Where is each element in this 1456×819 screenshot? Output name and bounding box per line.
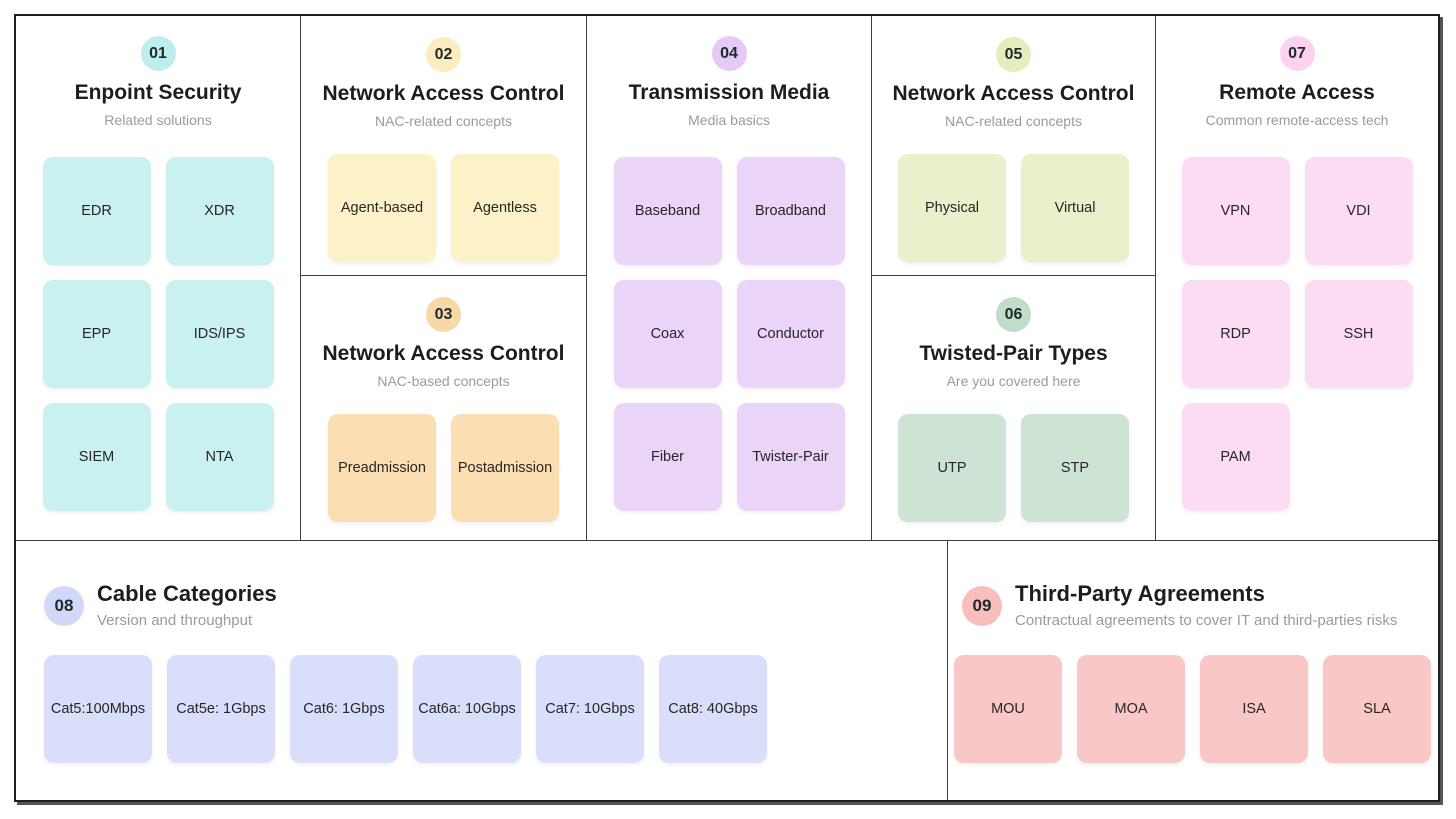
concept-card: NTA xyxy=(165,403,274,511)
concept-card: VDI xyxy=(1304,157,1413,265)
concept-card: EPP xyxy=(42,280,151,388)
concept-card: VPN xyxy=(1181,157,1290,265)
card-grid: Physical Virtual xyxy=(872,154,1155,262)
concept-card: STP xyxy=(1021,414,1129,522)
concept-card: Coax xyxy=(613,280,722,388)
concept-card: Fiber xyxy=(613,403,722,511)
section-header: 09 Third-Party Agreements Contractual ag… xyxy=(962,581,1438,630)
concept-card: UTP xyxy=(898,414,1006,522)
section-nac-physical-virtual: 05 Network Access Control NAC-related co… xyxy=(872,16,1155,275)
section-subtitle: Contractual agreements to cover IT and t… xyxy=(1015,612,1398,629)
section-subtitle: Version and throughput xyxy=(97,612,253,629)
section-header-text: Third-Party Agreements Contractual agree… xyxy=(1015,581,1397,630)
section-subtitle: NAC-related concepts xyxy=(375,113,512,129)
concept-card: Conductor xyxy=(736,280,845,388)
section-number-badge: 02 xyxy=(426,37,461,72)
concept-card: Baseband xyxy=(613,157,722,265)
card-grid: Baseband Broadband Coax Conductor Fiber … xyxy=(587,157,871,511)
concept-card: Twister-Pair xyxy=(736,403,845,511)
card-row: Cat5:100Mbps Cat5e: 1Gbps Cat6: 1Gbps Ca… xyxy=(44,655,947,763)
section-header: 03 Network Access Control NAC-based conc… xyxy=(301,276,586,390)
card-grid: VPN VDI RDP SSH PAM xyxy=(1156,157,1438,511)
section-subtitle: NAC-related concepts xyxy=(945,113,1082,129)
concept-card: MOA xyxy=(1077,655,1185,763)
section-twisted-pair-types: 06 Twisted-Pair Types Are you covered he… xyxy=(872,275,1155,540)
section-title: Third-Party Agreements xyxy=(1015,581,1265,606)
section-third-party-agreements: 09 Third-Party Agreements Contractual ag… xyxy=(947,541,1438,800)
concept-card: Preadmission xyxy=(328,414,436,522)
concept-card: Cat8: 40Gbps xyxy=(659,655,767,763)
concept-card: Physical xyxy=(898,154,1006,262)
section-header: 07 Remote Access Common remote-access te… xyxy=(1156,16,1438,129)
card-grid: Agent-based Agentless xyxy=(301,154,586,262)
section-cable-categories: 08 Cable Categories Version and throughp… xyxy=(16,541,947,800)
concept-card: SSH xyxy=(1304,280,1413,388)
section-transmission-media: 04 Transmission Media Media basics Baseb… xyxy=(586,16,871,540)
section-header: 04 Transmission Media Media basics xyxy=(587,16,871,129)
top-band: 01 Enpoint Security Related solutions ED… xyxy=(16,16,1438,540)
section-subtitle: Related solutions xyxy=(104,112,212,128)
concept-card: Cat6: 1Gbps xyxy=(290,655,398,763)
section-nac-related: 02 Network Access Control NAC-related co… xyxy=(301,16,586,275)
section-subtitle: NAC-based concepts xyxy=(377,373,510,389)
section-subtitle: Media basics xyxy=(688,112,770,128)
section-number-badge: 03 xyxy=(426,297,461,332)
concept-card: Cat7: 10Gbps xyxy=(536,655,644,763)
card-grid: EDR XDR EPP IDS/IPS SIEM NTA xyxy=(16,157,300,511)
concept-card: MOU xyxy=(954,655,1062,763)
concept-card: XDR xyxy=(165,157,274,265)
concept-card: SIEM xyxy=(42,403,151,511)
concept-card: Agentless xyxy=(451,154,559,262)
section-title: Cable Categories xyxy=(97,581,277,606)
section-title: Network Access Control xyxy=(892,82,1135,105)
concept-card: ISA xyxy=(1200,655,1308,763)
card-row: MOU MOA ISA SLA xyxy=(954,655,1438,763)
section-endpoint-security: 01 Enpoint Security Related solutions ED… xyxy=(16,16,300,540)
column-nac: 02 Network Access Control NAC-related co… xyxy=(300,16,586,540)
section-subtitle: Common remote-access tech xyxy=(1205,112,1389,128)
section-header: 06 Twisted-Pair Types Are you covered he… xyxy=(872,276,1155,390)
section-header-text: Cable Categories Version and throughput xyxy=(97,581,277,630)
concept-card: EDR xyxy=(42,157,151,265)
concept-card: Cat5:100Mbps xyxy=(44,655,152,763)
concept-card: RDP xyxy=(1181,280,1290,388)
concept-card: Postadmission xyxy=(451,414,559,522)
section-header: 02 Network Access Control NAC-related co… xyxy=(301,16,586,130)
section-title: Network Access Control xyxy=(322,342,565,365)
section-title: Enpoint Security xyxy=(74,81,242,104)
section-number-badge: 04 xyxy=(711,36,747,71)
section-number-badge: 05 xyxy=(996,37,1031,72)
section-number-badge: 08 xyxy=(44,585,84,626)
column-nac-twisted: 05 Network Access Control NAC-related co… xyxy=(871,16,1155,540)
concept-card: Cat6a: 10Gbps xyxy=(413,655,521,763)
concept-card: Broadband xyxy=(736,157,845,265)
section-number-badge: 07 xyxy=(1279,36,1315,71)
concept-card: SLA xyxy=(1323,655,1431,763)
section-subtitle: Are you covered here xyxy=(946,373,1081,389)
concept-card: Cat5e: 1Gbps xyxy=(167,655,275,763)
section-remote-access: 07 Remote Access Common remote-access te… xyxy=(1155,16,1438,540)
concept-card: PAM xyxy=(1181,403,1290,511)
section-title: Transmission Media xyxy=(628,81,830,104)
section-title: Network Access Control xyxy=(322,82,565,105)
section-header: 08 Cable Categories Version and throughp… xyxy=(44,581,947,630)
bottom-band: 08 Cable Categories Version and throughp… xyxy=(16,540,1438,800)
card-grid: UTP STP xyxy=(872,414,1155,522)
concept-card: Agent-based xyxy=(328,154,436,262)
infographic-frame: 01 Enpoint Security Related solutions ED… xyxy=(14,14,1440,802)
section-number-badge: 01 xyxy=(140,36,176,71)
section-header: 01 Enpoint Security Related solutions xyxy=(16,16,300,129)
card-grid: Preadmission Postadmission xyxy=(301,414,586,522)
concept-card: Virtual xyxy=(1021,154,1129,262)
section-nac-based: 03 Network Access Control NAC-based conc… xyxy=(301,275,586,540)
section-number-badge: 06 xyxy=(996,297,1031,332)
section-header: 05 Network Access Control NAC-related co… xyxy=(872,16,1155,130)
concept-card: IDS/IPS xyxy=(165,280,274,388)
section-number-badge: 09 xyxy=(962,585,1002,626)
section-title: Remote Access xyxy=(1219,81,1375,104)
section-title: Twisted-Pair Types xyxy=(919,342,1108,365)
